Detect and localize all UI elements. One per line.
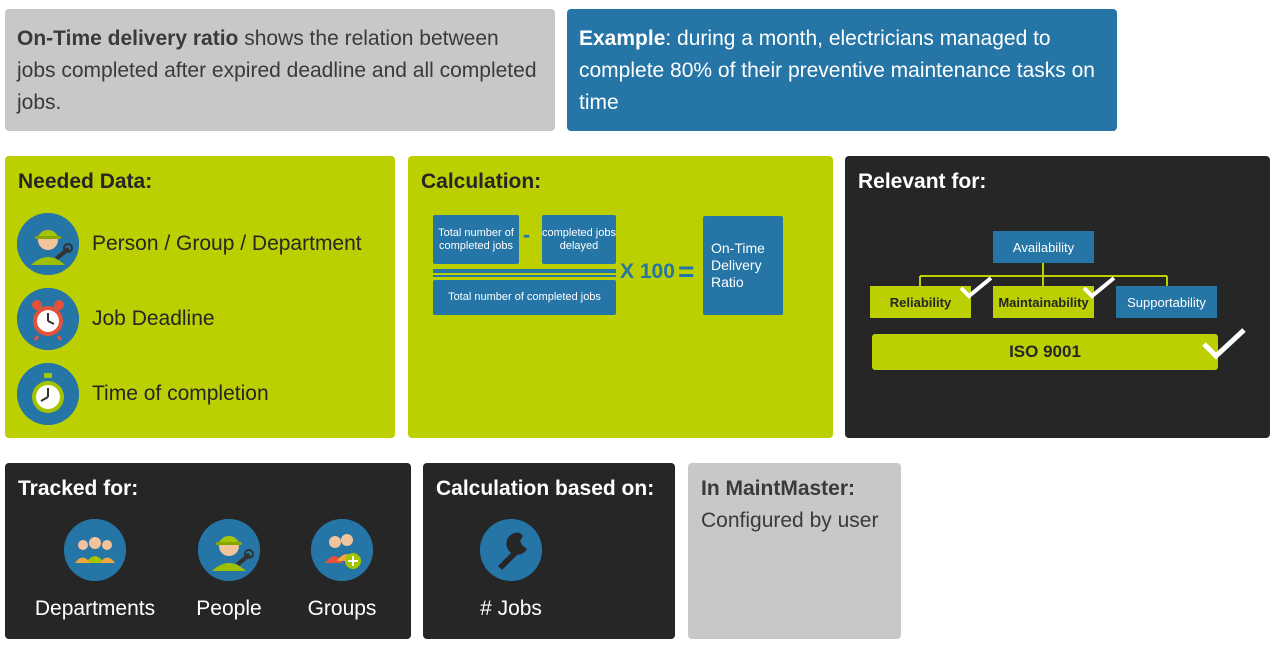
availability-box: Availability xyxy=(993,231,1094,263)
tracked-label: People xyxy=(196,597,262,620)
alarm-clock-icon xyxy=(17,288,79,350)
based-on-title: Calculation based on: xyxy=(436,477,655,500)
supportability-box: Supportability xyxy=(1116,286,1217,318)
check-icon xyxy=(1202,328,1246,360)
result-ratio: On-Time Delivery Ratio xyxy=(703,216,783,315)
in-maintmaster-title: In MaintMaster: xyxy=(701,477,856,500)
needed-data-title: Needed Data: xyxy=(18,170,153,193)
relevant-title: Relevant for: xyxy=(858,170,987,193)
equals-sign: = xyxy=(678,256,695,287)
check-icon xyxy=(959,276,993,299)
group-add-icon xyxy=(311,519,373,581)
multiplier: X 100 xyxy=(620,260,675,283)
relevant-card: Relevant for: Availability Reliability M… xyxy=(845,156,1270,438)
needed-data-label: Job Deadline xyxy=(92,307,215,330)
in-maintmaster-value: Configured by user xyxy=(701,509,879,532)
definition-text: shows the relation between jobs complete… xyxy=(17,27,537,114)
stopwatch-icon xyxy=(17,363,79,425)
wrench-icon xyxy=(480,519,542,581)
worker-icon xyxy=(198,519,260,581)
tracked-card: Tracked for: Departments xyxy=(5,463,411,639)
definition-term: On-Time delivery ratio xyxy=(17,27,239,50)
fraction-line xyxy=(433,275,616,277)
example-text: : during a month, electricians managed t… xyxy=(579,27,1095,114)
in-maintmaster-card: In MaintMaster: Configured by user xyxy=(688,463,901,639)
tracked-item: Departments xyxy=(30,519,160,621)
needed-data-label: Time of completion xyxy=(92,382,269,405)
numerator-total-jobs: Total number of completed jobs xyxy=(433,215,519,264)
example-term: Example xyxy=(579,27,666,50)
numerator-delayed-jobs: completed jobs delayed xyxy=(542,215,616,264)
minus-sign: - xyxy=(523,224,530,247)
reliability-box: Reliability xyxy=(870,286,971,318)
iso-9001-bar: ISO 9001 xyxy=(872,334,1218,370)
denominator-total-jobs: Total number of completed jobs xyxy=(433,280,616,315)
calculation-title: Calculation: xyxy=(421,170,542,193)
calculation-card: Calculation: Total number of completed j… xyxy=(408,156,833,438)
needed-data-item: Time of completion xyxy=(17,363,269,425)
example-card: Example: during a month, electricians ma… xyxy=(567,9,1117,131)
needed-data-label: Person / Group / Department xyxy=(92,232,362,255)
tracked-label: Departments xyxy=(34,597,156,620)
maintainability-box: Maintainability xyxy=(993,286,1094,318)
hierarchy-connectors xyxy=(919,263,1168,286)
check-icon xyxy=(1082,276,1116,299)
needed-data-item: Person / Group / Department xyxy=(17,213,362,275)
based-on-card: Calculation based on: # Jobs xyxy=(423,463,675,639)
tracked-item: Groups xyxy=(277,519,407,621)
tracked-title: Tracked for: xyxy=(18,477,139,500)
definition-card: On-Time delivery ratio shows the relatio… xyxy=(5,9,555,131)
tracked-label: Groups xyxy=(307,597,377,620)
based-on-label: # Jobs xyxy=(480,597,542,620)
worker-icon xyxy=(17,213,79,275)
needed-data-card: Needed Data: Person / Group / Department xyxy=(5,156,395,438)
tracked-item: People xyxy=(164,519,294,621)
needed-data-item: Job Deadline xyxy=(17,288,215,350)
fraction-line xyxy=(433,269,616,273)
departments-icon xyxy=(64,519,126,581)
based-on-item: # Jobs xyxy=(446,519,576,621)
